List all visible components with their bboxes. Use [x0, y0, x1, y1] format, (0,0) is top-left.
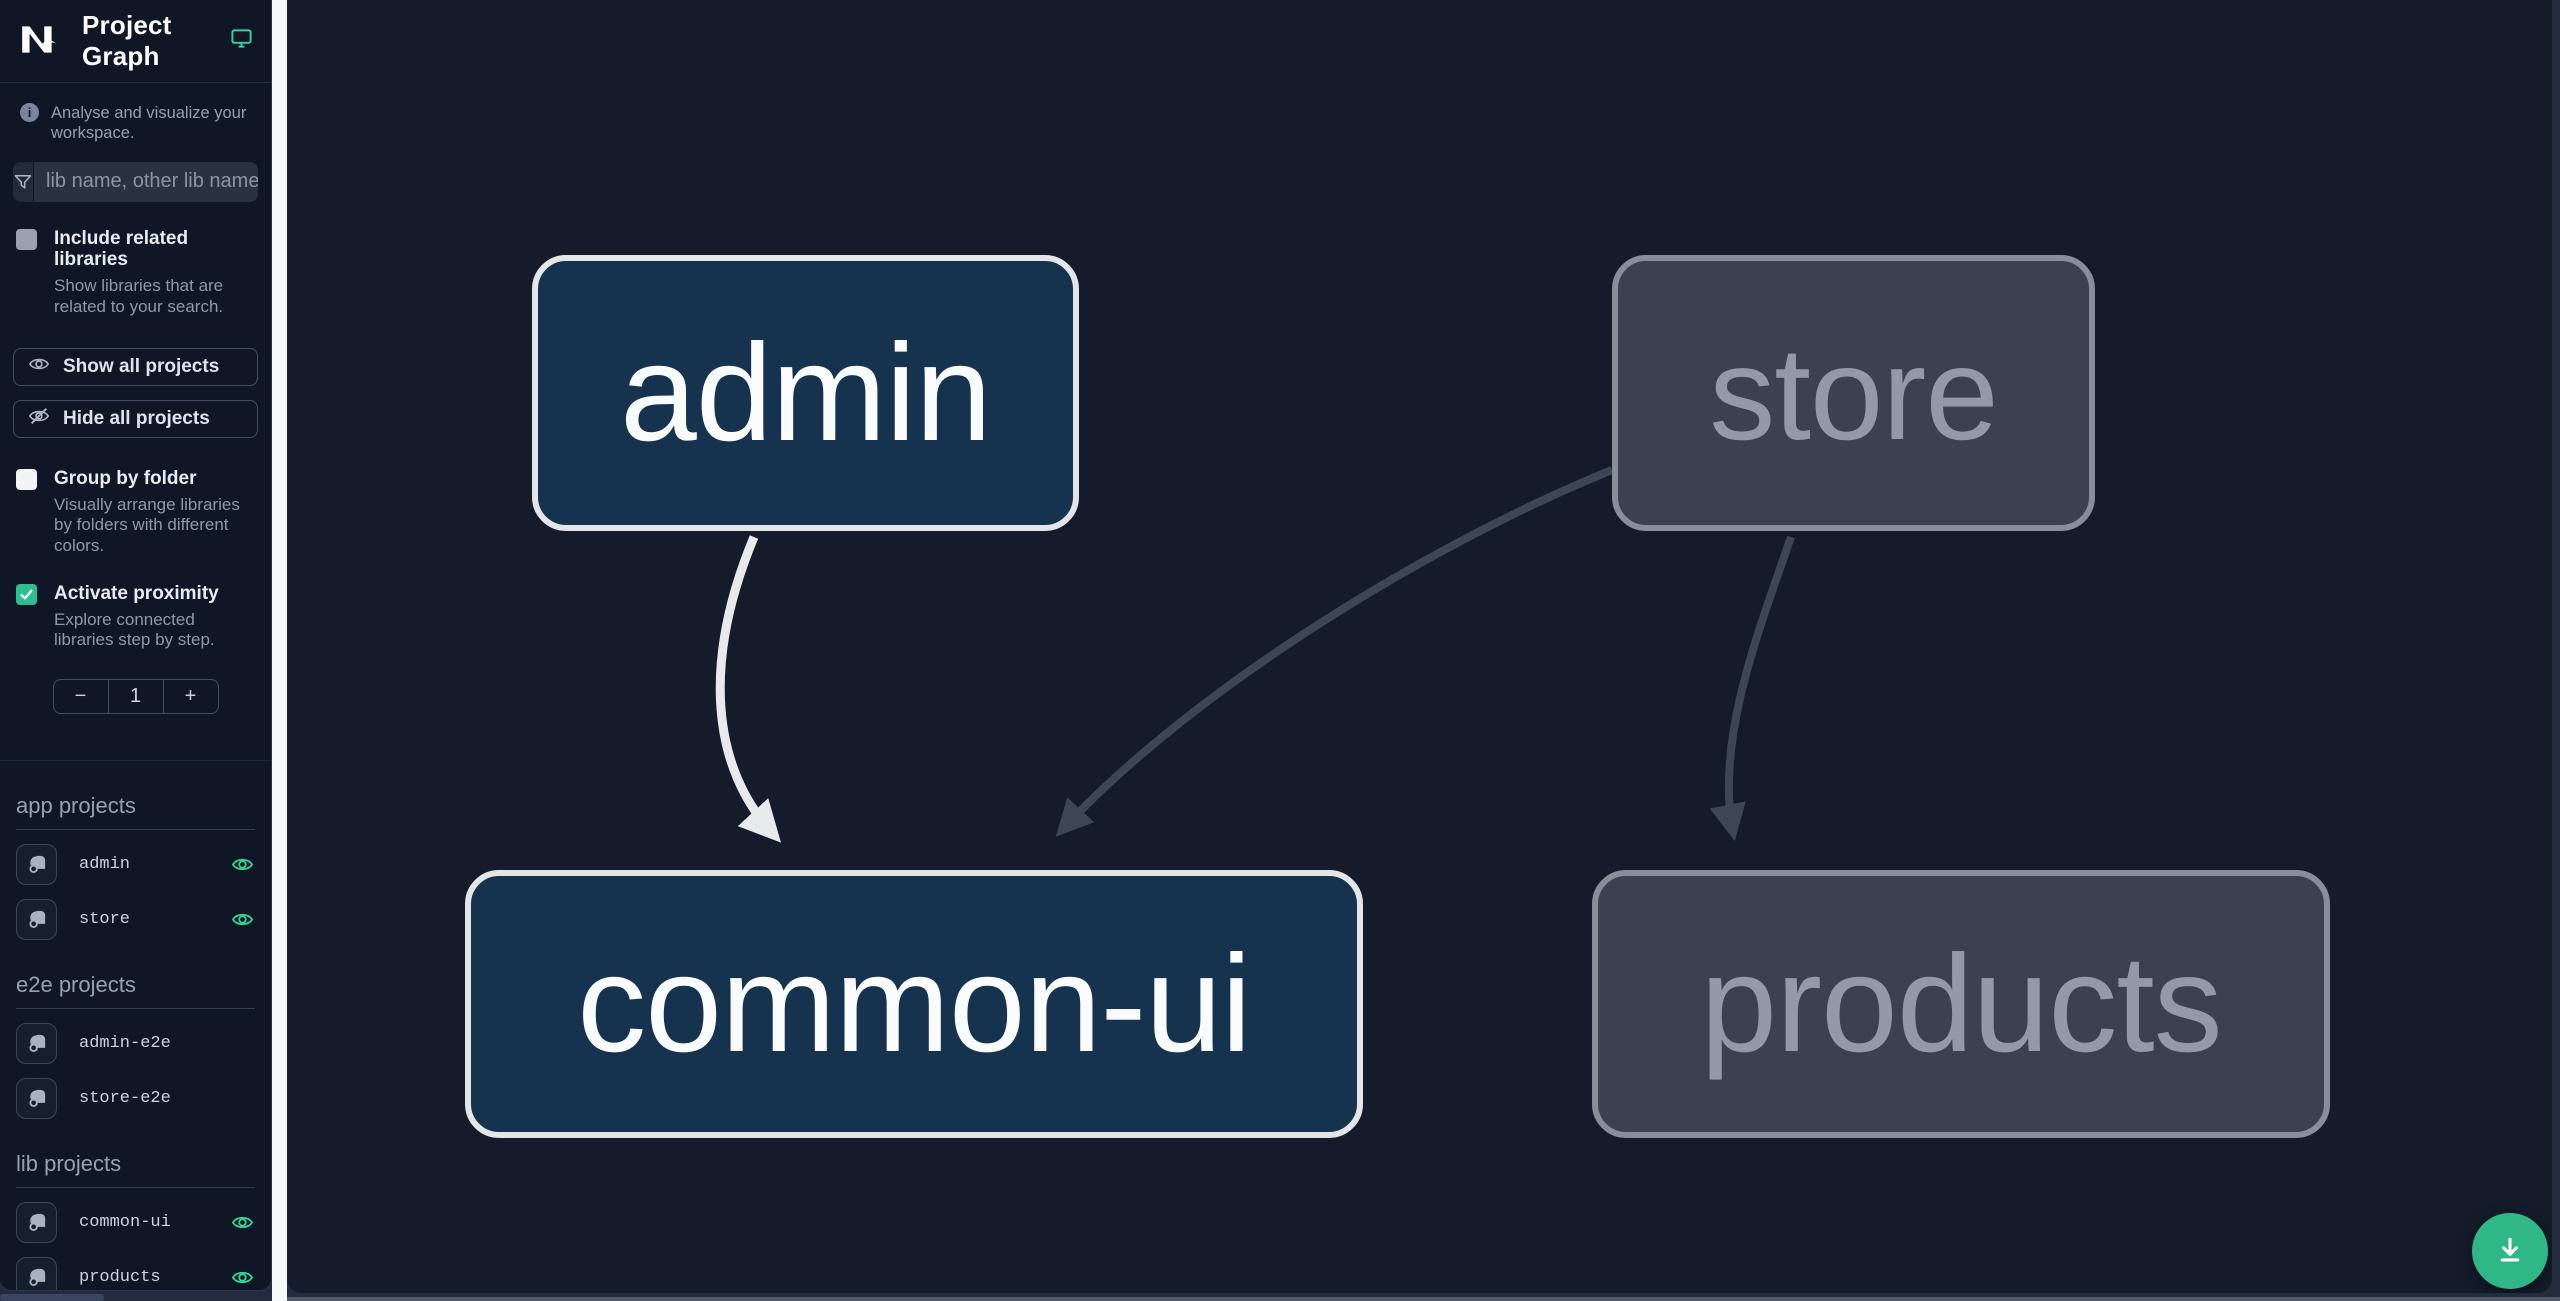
download-icon: [2493, 1233, 2527, 1270]
section-app-projects: app projects admin: [0, 793, 271, 940]
graph-node-admin[interactable]: admin: [532, 255, 1079, 531]
project-row-common-ui: common-ui: [16, 1201, 255, 1243]
eye-off-icon: [28, 405, 50, 433]
activate-proximity-checkbox[interactable]: [16, 583, 37, 605]
stepper-increment-button[interactable]: +: [162, 680, 218, 714]
toggle-visibility-eye-icon[interactable]: [229, 851, 255, 877]
toggle-visibility-eye-icon[interactable]: [229, 906, 255, 932]
hide-all-projects-label: Hide all projects: [63, 407, 210, 429]
monitor-icon[interactable]: [230, 27, 253, 55]
project-row-products: products: [16, 1256, 255, 1290]
proximity-depth-stepper: − 1 +: [52, 679, 219, 715]
toggle-visibility-eye-icon[interactable]: [229, 1209, 255, 1235]
workspace-tagline: i Analyse and visualize your workspace.: [0, 83, 271, 144]
checkbox-include-related: Include related libraries Show libraries…: [16, 228, 255, 318]
focus-project-button[interactable]: [16, 1256, 57, 1290]
node-label: store: [1709, 319, 1998, 467]
section-title: e2e projects: [16, 972, 255, 1010]
project-name: products: [79, 1267, 161, 1287]
hide-all-projects-button[interactable]: Hide all projects: [13, 399, 258, 438]
checkbox-activate-proximity: Activate proximity Explore connected lib…: [16, 583, 255, 651]
project-name: common-ui: [79, 1212, 171, 1232]
project-row-admin-e2e: admin-e2e: [16, 1022, 255, 1064]
checkbox-group-by-folder: Group by folder Visually arrange librari…: [16, 468, 255, 557]
project-name: admin: [79, 854, 131, 874]
project-name: store-e2e: [79, 1088, 171, 1108]
info-icon: i: [20, 103, 39, 122]
section-title: lib projects: [16, 1151, 255, 1189]
graph-edges: [715, 466, 1795, 843]
checkbox-description: Visually arrange libraries by folders wi…: [54, 494, 240, 556]
focus-project-button[interactable]: [16, 1022, 57, 1064]
stepper-decrement-button[interactable]: −: [74, 685, 87, 708]
download-graph-button[interactable]: [2472, 1213, 2548, 1289]
filter-icon: [13, 161, 34, 202]
checkbox-description: Show libraries that are related to your …: [54, 276, 224, 317]
focus-project-button[interactable]: [16, 843, 57, 885]
graph-node-common-ui[interactable]: common-ui: [465, 870, 1363, 1138]
checkbox-label: Activate proximity: [54, 582, 219, 604]
project-row-store: store: [16, 898, 255, 940]
edge-store-to-common-ui: [1055, 466, 1614, 837]
graph-node-products[interactable]: products: [1592, 870, 2330, 1138]
node-label: products: [1700, 926, 2222, 1081]
focus-project-button[interactable]: [16, 1201, 57, 1243]
show-all-projects-label: Show all projects: [63, 355, 220, 377]
include-related-checkbox[interactable]: [16, 228, 37, 250]
checkbox-label: Group by folder: [54, 467, 197, 489]
search-box: [13, 161, 258, 202]
project-name: admin-e2e: [79, 1033, 171, 1053]
stepper-value[interactable]: 1: [107, 680, 163, 714]
section-title: app projects: [16, 793, 255, 831]
search-input[interactable]: [34, 161, 258, 202]
horizontal-scrollbar-thumb[interactable]: [0, 1294, 104, 1301]
section-lib-projects: lib projects common-ui: [0, 1151, 271, 1290]
node-label: common-ui: [577, 926, 1252, 1081]
sidebar-header: Project Graph: [0, 0, 271, 83]
focus-project-button[interactable]: [16, 1077, 57, 1119]
sidebar: Project Graph i Analyse and visualize yo…: [0, 0, 272, 1291]
graph-node-store[interactable]: store: [1612, 255, 2095, 531]
checkbox-label: Include related libraries: [54, 227, 189, 271]
focus-project-button[interactable]: [16, 898, 57, 940]
project-row-admin: admin: [16, 843, 255, 885]
edge-store-to-products: [1709, 535, 1795, 842]
graph-canvas[interactable]: admin store common-ui products: [287, 0, 2552, 1293]
project-name: store: [79, 909, 131, 929]
sidebar-resize-divider[interactable]: [272, 0, 287, 1301]
eye-icon: [28, 353, 50, 381]
node-label: admin: [620, 315, 992, 470]
checkbox-description: Explore connected libraries step by step…: [54, 609, 215, 650]
show-all-projects-button[interactable]: Show all projects: [13, 347, 258, 386]
nx-logo: [18, 18, 60, 65]
project-row-store-e2e: store-e2e: [16, 1077, 255, 1119]
app-title: Project Graph: [82, 10, 172, 71]
sidebar-separator: [0, 760, 271, 762]
section-e2e-projects: e2e projects admin-e2e store-: [0, 972, 271, 1119]
group-by-folder-checkbox[interactable]: [16, 468, 37, 490]
window-bottom-edge: [287, 1297, 2560, 1301]
toggle-visibility-eye-icon[interactable]: [229, 1264, 255, 1290]
edge-admin-to-common-ui: [715, 535, 782, 843]
